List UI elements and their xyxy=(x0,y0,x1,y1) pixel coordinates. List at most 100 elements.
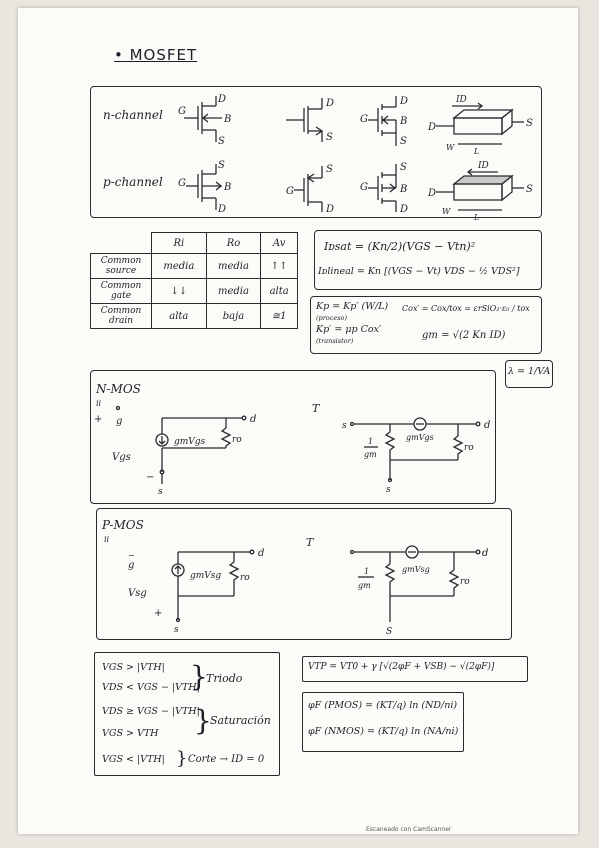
source-letter: S xyxy=(326,132,333,143)
cutoff-brace: } xyxy=(176,748,188,769)
width-label: W xyxy=(442,207,451,216)
drain-letter: D xyxy=(325,204,334,215)
drain-letter: D xyxy=(217,204,226,215)
table-row-header: Common drain xyxy=(90,303,152,329)
kp-transistor-formula: Kp′ = μp Cox′ xyxy=(316,324,382,335)
gate-letter: G xyxy=(286,186,294,197)
body-letter: B xyxy=(223,182,231,193)
table-row: Common source media media ↑↑ xyxy=(90,253,298,279)
triode-label: Triodo xyxy=(206,672,243,685)
vsg-label: Vsg xyxy=(128,588,147,599)
t-gm-source-label: gmVsg xyxy=(402,565,430,574)
table-row: Common gate ↓↓ media alta xyxy=(90,278,298,304)
cutoff-label: Corte → ID = 0 xyxy=(188,754,265,765)
vgs-label: Vgs xyxy=(112,452,131,463)
t-bottom-source-label: s xyxy=(386,485,391,495)
table-cell: alta xyxy=(151,303,207,329)
n-channel-label: n-channel xyxy=(103,108,163,122)
ro-label: ro xyxy=(232,435,242,445)
table-cell: media xyxy=(205,253,262,279)
triode-brace: } xyxy=(190,660,208,693)
source-letter: S xyxy=(400,162,407,173)
drain-letter: D xyxy=(427,188,436,199)
drain-letter: D xyxy=(217,94,226,105)
t-model-label: T xyxy=(306,536,315,549)
body-letter: B xyxy=(399,184,407,195)
lambda-box xyxy=(505,360,553,388)
table-cell: alta xyxy=(260,278,298,304)
nmos-t-model: T s d 1 gm gmVgs ro s xyxy=(312,402,490,495)
table-cell: ↓↓ xyxy=(151,278,207,304)
drain-letter: D xyxy=(399,96,408,107)
minus-sign: − xyxy=(146,472,154,483)
table-header-cell: Ri xyxy=(151,232,207,254)
idlineal-formula: Iᴅlineal = Kn [(VGS − Vt) VDS − ½ VDS²] xyxy=(318,266,520,277)
id-formulas-box xyxy=(314,230,542,290)
table-cell: ≅1 xyxy=(260,303,298,329)
gate-current-label: ii xyxy=(104,535,110,544)
gate-label: g xyxy=(116,416,122,427)
gm-formula: gm = √(2 Kn ID) xyxy=(422,330,506,341)
table-cell: media xyxy=(205,278,262,304)
vtp-formula: VTP = VT0 + γ [√(2φF + VSB) − √(2φF)] xyxy=(308,662,495,672)
gate-label: g xyxy=(128,560,134,571)
source-letter: S xyxy=(400,136,407,147)
gate-letter: G xyxy=(360,182,368,193)
notes-page: • MOSFET n-channel p-channel G D B S D S… xyxy=(18,8,578,834)
vtp-formula-box xyxy=(302,656,528,682)
page-title: • MOSFET xyxy=(114,46,198,64)
drain-letter: D xyxy=(399,204,408,215)
pmos-3t-symbol: G S D xyxy=(286,164,334,215)
table-row-header: Common gate xyxy=(90,278,152,304)
source-letter: S xyxy=(218,160,225,171)
source-label: s xyxy=(158,487,163,497)
drain-label: d xyxy=(258,548,264,559)
nmos-title: N-MOS xyxy=(96,382,141,396)
t-bottom-source-label: S xyxy=(386,627,392,637)
pmos-small-signal-box xyxy=(96,508,512,640)
saturation-label: Saturación xyxy=(210,714,271,727)
t-source-label: s xyxy=(342,421,347,431)
drain-letter: D xyxy=(427,122,436,133)
source-letter: S xyxy=(526,184,533,195)
phi-pmos-formula: φF (PMOS) = (KT/q) ln (ND/ni) xyxy=(308,700,458,711)
triode-condition-2: VDS < VGS − |VTH| xyxy=(102,682,200,693)
table-cell: ↑↑ xyxy=(260,253,298,279)
table-cell: baja xyxy=(205,303,262,329)
source-letter: S xyxy=(526,118,533,129)
nmos-4t-symbol: G D B S xyxy=(178,94,231,147)
footer-text: Escaneado con CamScanner xyxy=(366,826,452,833)
nmos-small-signal-box xyxy=(90,370,496,504)
t-model-label: T xyxy=(312,402,321,415)
t-drain-label: d xyxy=(484,420,490,431)
table-cell: media xyxy=(151,253,207,279)
current-label: ID xyxy=(455,95,467,105)
body-letter: B xyxy=(223,114,231,125)
plus-sign: + xyxy=(154,608,162,619)
cutoff-condition: VGS < |VTH| xyxy=(102,754,165,765)
nmos-block-diagram: ID D S L W xyxy=(427,95,533,156)
p-channel-label: p-channel xyxy=(103,175,163,189)
length-label: L xyxy=(473,147,479,156)
pmos-pi-model: ii − g Vsg + gmVsg ro d s xyxy=(104,535,264,635)
saturation-condition-2: VGS > VTH xyxy=(102,728,159,739)
gate-letter: G xyxy=(178,106,186,117)
t-gm-denominator: gm xyxy=(358,581,371,590)
idsat-formula: Iᴅsat = (Kn/2)(VGS − Vtn)² xyxy=(324,240,476,253)
ro-label: ro xyxy=(240,573,250,583)
pmos-4t-symbol: G S B D xyxy=(178,160,231,215)
operating-regions-box xyxy=(94,652,280,776)
length-label: L xyxy=(473,213,479,222)
table-corner-cell xyxy=(90,232,152,254)
width-label: W xyxy=(446,143,455,152)
drain-letter: D xyxy=(325,98,334,109)
gate-letter: G xyxy=(360,114,368,125)
kp-process-formula: Kp = Kp′ (W/L) xyxy=(316,301,389,312)
nmos-enh-symbol: G D B S xyxy=(360,96,408,147)
gm-source-label: gmVsg xyxy=(190,571,221,581)
t-drain-label: d xyxy=(482,548,488,559)
source-label: s xyxy=(174,625,179,635)
gate-letter: G xyxy=(178,178,186,189)
body-letter: B xyxy=(399,116,407,127)
kp-transistor-note: (transistor) xyxy=(316,337,354,345)
